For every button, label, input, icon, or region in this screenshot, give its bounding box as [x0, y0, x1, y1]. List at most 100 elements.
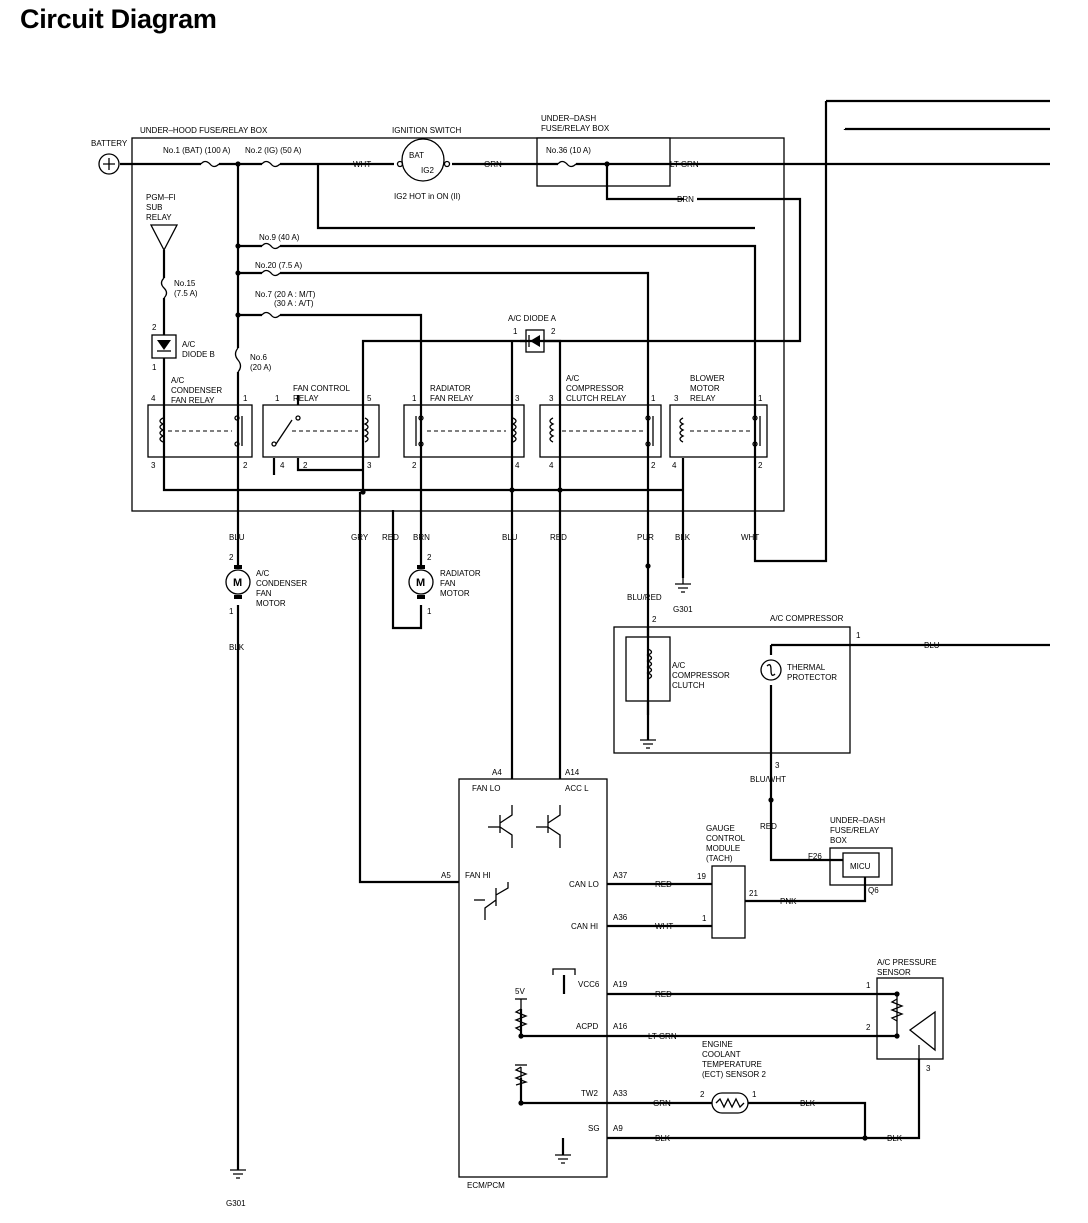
ac-compressor-box	[613, 626, 851, 754]
ecm-pin-a19: A19	[613, 980, 628, 989]
wire-gry-label: GRY	[351, 533, 369, 542]
diode-b-symbol	[151, 334, 177, 359]
ecm-pin-a5: A5	[441, 871, 451, 880]
gauge-label-3: MODULE	[706, 844, 740, 853]
pgm-fi-label-3: RELAY	[146, 213, 172, 222]
wire-blk-label-pressure: BLK	[887, 1134, 903, 1143]
fan-control-relay-box	[262, 404, 380, 458]
diode-b-label-2: DIODE B	[182, 350, 215, 359]
relay-pin: 3	[549, 394, 554, 403]
wire-red-label-3: RED	[760, 822, 777, 831]
clutch-label-1: A/C	[672, 661, 686, 670]
ecm-acpd: ACPD	[576, 1022, 598, 1031]
gauge-pin-1: 1	[702, 914, 707, 923]
relay-pin: 1	[275, 394, 280, 403]
relay-pin: 2	[412, 461, 417, 470]
under-hood-fuse-relay-box	[131, 137, 785, 512]
battery-symbol	[98, 153, 120, 175]
thermal-label-1: THERMAL	[787, 663, 826, 672]
ac-relay-label-3: FAN RELAY	[171, 396, 215, 405]
wire-brn-label-top: BRN	[677, 195, 694, 204]
wire-blu-label-right: BLU	[924, 641, 940, 650]
comp-relay-label-2: COMPRESSOR	[566, 384, 624, 393]
wire-blured-label: BLU/RED	[627, 593, 662, 602]
wire-brn-label: BRN	[413, 533, 430, 542]
wire-red-label: RED	[382, 533, 399, 542]
ecm-fan-lo: FAN LO	[472, 784, 500, 793]
radiator-fan-motor-symbol	[408, 565, 434, 599]
pressure-sensor-label-2: SENSOR	[877, 968, 911, 977]
ect-label-3: TEMPERATURE	[702, 1060, 762, 1069]
pgm-fi-label-1: PGM–FI	[146, 193, 176, 202]
relay-pin: 2	[303, 461, 308, 470]
wire-blu-label: BLU	[229, 533, 245, 542]
diode-b-label-1: A/C	[182, 340, 196, 349]
ecm-pin-a16: A16	[613, 1022, 628, 1031]
rad-motor-label-1: RADIATOR	[440, 569, 481, 578]
wire-blu-label-2: BLU	[502, 533, 518, 542]
ac-relay-label-1: A/C	[171, 376, 185, 385]
gauge-control-module-box	[711, 865, 746, 939]
wire-orn-label: ORN	[484, 160, 502, 169]
relay-pin: 4	[280, 461, 285, 470]
ac-motor-label-1: A/C	[256, 569, 270, 578]
ac-motor-m: M	[233, 577, 242, 589]
rad-motor-label-3: MOTOR	[440, 589, 470, 598]
compressor-pin-1: 1	[856, 631, 861, 640]
pull-up-resistors	[514, 998, 528, 1086]
fuse-no1-label: No.1 (BAT) (100 A)	[163, 146, 231, 155]
radiator-relay-label-2: FAN RELAY	[430, 394, 474, 403]
blower-relay-label-3: RELAY	[690, 394, 716, 403]
under-dash-lower-label-2: FUSE/RELAY	[830, 826, 880, 835]
relay-pin: 2	[758, 461, 763, 470]
fuse-no6-line1: No.6	[250, 353, 267, 362]
ecm-tw2: TW2	[581, 1089, 598, 1098]
ac-motor-label-4: MOTOR	[256, 599, 286, 608]
relay-pin: 4	[549, 461, 554, 470]
wire-wht-label-top: WHT	[353, 160, 371, 169]
ecm-pcm-label: ECM/PCM	[467, 1181, 505, 1190]
fuses	[160, 160, 577, 373]
wire-red-label-2: RED	[550, 533, 567, 542]
gauge-pin-19: 19	[697, 872, 706, 881]
compressor-pin-3: 3	[775, 761, 780, 770]
ignition-ig2-label: IG2	[421, 166, 434, 175]
ac-condenser-fan-relay-box	[147, 404, 253, 458]
ecm-pin-a9: A9	[613, 1124, 623, 1133]
relay-pin: 4	[515, 461, 520, 470]
ecm-pin-a36: A36	[613, 913, 628, 922]
comp-relay-label-3: CLUTCH RELAY	[566, 394, 627, 403]
relay-pin: 3	[515, 394, 520, 403]
comp-relay-label-1: A/C	[566, 374, 580, 383]
ac-motor-label-2: CONDENSER	[256, 579, 307, 588]
pressure-pin-3: 3	[926, 1064, 931, 1073]
pin-f26: F26	[808, 852, 822, 861]
ac-pressure-sensor-box	[876, 977, 944, 1060]
ac-condenser-fan-motor-symbol	[225, 565, 251, 599]
ect-sensor-symbol	[711, 1092, 749, 1114]
ignition-switch-symbol	[396, 138, 451, 182]
ecm-pcm-box	[458, 778, 608, 1178]
wire-bluwht-label: BLU/WHT	[750, 775, 786, 784]
under-dash-lower-label-1: UNDER–DASH	[830, 816, 885, 825]
fuse-no9-label: No.9 (40 A)	[259, 233, 300, 242]
ecm-pin-a14: A14	[565, 768, 580, 777]
wire-grn-label: GRN	[653, 1099, 671, 1108]
diode-b-pin-1: 1	[152, 363, 157, 372]
under-dash-lower-label-3: BOX	[830, 836, 848, 845]
relay-pin: 2	[243, 461, 248, 470]
ac-compressor-clutch-symbol	[625, 627, 671, 740]
blower-relay-label-1: BLOWER	[690, 374, 725, 383]
five-volt-label: 5V	[515, 987, 525, 996]
under-dash-fuse-relay-box-lower	[829, 847, 893, 886]
ect-label-1: ENGINE	[702, 1040, 733, 1049]
pressure-pin-1: 1	[866, 981, 871, 990]
pressure-sensor-label-1: A/C PRESSURE	[877, 958, 937, 967]
ecm-fan-hi: FAN HI	[465, 871, 491, 880]
ect-label-4: (ECT) SENSOR 2	[702, 1070, 767, 1079]
relay-pin: 3	[151, 461, 156, 470]
wire-ltgrn-label-top: LT GRN	[670, 160, 699, 169]
diode-b-pin-2: 2	[152, 323, 157, 332]
diode-a-symbol	[525, 329, 545, 353]
under-dash-box-top-line2: FUSE/RELAY BOX	[541, 124, 610, 133]
